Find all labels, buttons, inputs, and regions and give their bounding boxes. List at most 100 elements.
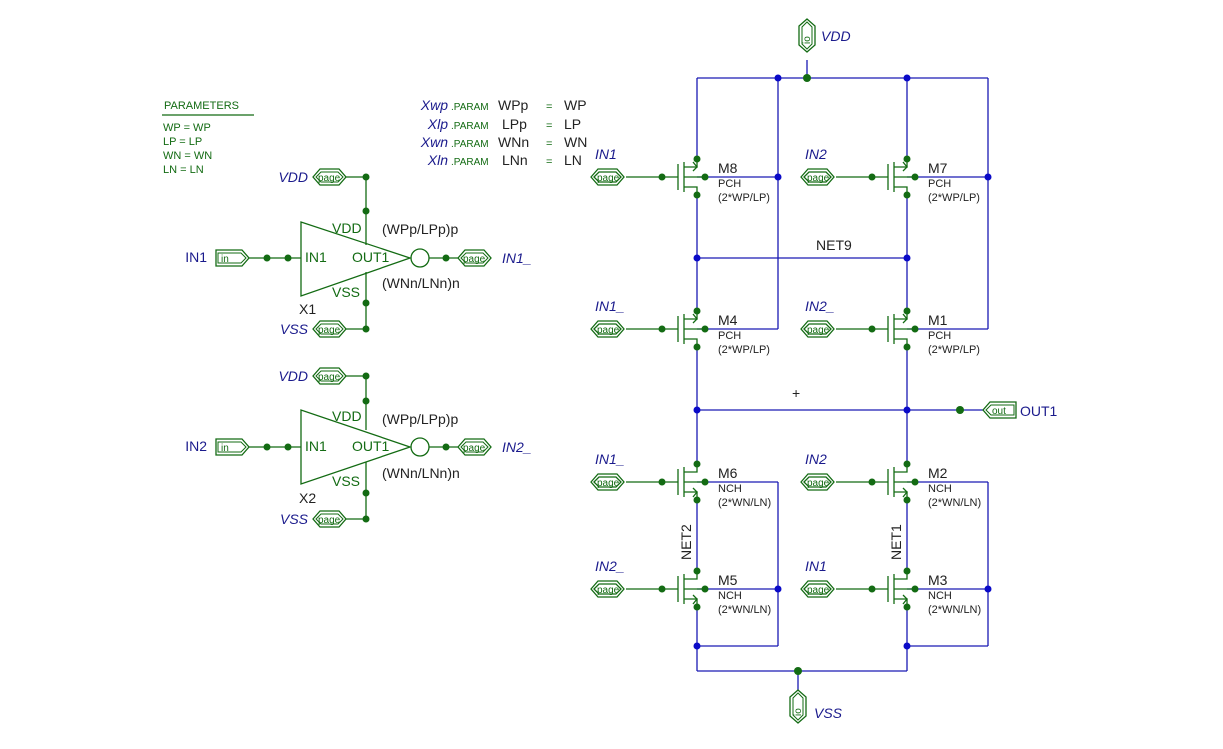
- gate-page-tag-inner: [803, 476, 832, 488]
- terminal-dot: [658, 585, 666, 593]
- transistor-model: PCH: [928, 330, 951, 342]
- param-eq: =: [546, 156, 552, 168]
- port-tag-text: page: [318, 372, 341, 383]
- terminal-dot: [701, 325, 709, 333]
- parameters-block[interactable]: PARAMETERS WP = WP LP = LP WN = WN LN = …: [162, 100, 254, 176]
- param-eq: =: [546, 120, 552, 132]
- terminal-dot: [701, 173, 709, 181]
- param-row: Xwn .PARAM WNn = WN: [420, 134, 588, 150]
- net-label-net9: NET9: [816, 237, 852, 253]
- gate-net-label: IN2_: [805, 298, 835, 314]
- vdd-supply-port[interactable]: io VDD: [798, 18, 851, 53]
- terminal-dot: [903, 307, 911, 315]
- nmos-arrow: [692, 594, 698, 605]
- port-tag-text: page: [807, 173, 830, 184]
- port-tag-text: page: [318, 173, 341, 184]
- param-param: LPp: [502, 116, 527, 132]
- gate-net-label: IN2: [805, 146, 827, 162]
- junction-dots: [693, 74, 992, 675]
- ref-x1: X1: [299, 301, 316, 317]
- net-label-vss: VSS: [280, 321, 309, 337]
- gate-page-tag-inner: [593, 171, 622, 183]
- transistor-model: NCH: [928, 590, 952, 602]
- transistor-size: (2*WP/LP): [718, 192, 770, 204]
- net-label-net2: NET2: [678, 524, 694, 560]
- terminal-dot: [658, 325, 666, 333]
- port-tag-text: page: [318, 325, 341, 336]
- param-eq: =: [546, 138, 552, 150]
- inverter-body: [300, 221, 413, 297]
- port-tag-text: page: [463, 443, 486, 454]
- gate-net-label: IN1_: [595, 451, 625, 467]
- terminal-dot: [693, 603, 701, 611]
- param-keyword: .PARAM: [451, 102, 489, 113]
- gate-page-tag: [800, 580, 835, 598]
- param-value: LN: [564, 152, 582, 168]
- transistor-size: (2*WN/LN): [928, 604, 981, 616]
- transistor-ref: M5: [718, 572, 738, 588]
- param-table[interactable]: Xwp .PARAM WPp = WP Xlp .PARAM LPp = LP …: [420, 97, 588, 168]
- transistor-model: PCH: [718, 178, 741, 190]
- param-row: Xwp .PARAM WPp = WP: [420, 97, 587, 113]
- transistor-size: (2*WN/LN): [928, 497, 981, 509]
- terminal-dot: [693, 191, 701, 199]
- vss-supply-port[interactable]: io VSS: [789, 689, 843, 724]
- gate-net-label: IN1: [805, 558, 827, 574]
- gate-net-label: IN2_: [595, 558, 625, 574]
- vdd-io-tag: [798, 18, 816, 53]
- port-tag-text: out: [992, 406, 1006, 417]
- pin-vdd: VDD: [332, 220, 362, 236]
- gate-net-label: IN1_: [595, 298, 625, 314]
- param-param: LNn: [502, 152, 528, 168]
- terminal-dot: [903, 343, 911, 351]
- port-tag-text: page: [597, 173, 620, 184]
- gate-page-tag: [590, 473, 625, 491]
- terminal-dot: [868, 478, 876, 486]
- terminal-dot: [693, 567, 701, 575]
- gate-net-label: IN1: [595, 146, 617, 162]
- p-size: (WPp/LPp)p: [382, 221, 458, 237]
- port-tag-text: io: [802, 36, 813, 44]
- out1-port[interactable]: out OUT1: [982, 401, 1058, 419]
- parameters-line: WP = WP: [163, 122, 211, 134]
- param-name: Xlp: [427, 116, 448, 132]
- parameters-line: WN = WN: [163, 150, 212, 162]
- terminal-dot: [701, 585, 709, 593]
- net-label-in2-bar: IN2_: [502, 439, 532, 455]
- net-label-vss: VSS: [280, 511, 309, 527]
- terminal-dot: [911, 478, 919, 486]
- terminal-dot: [693, 496, 701, 504]
- transistor-model: NCH: [718, 483, 742, 495]
- port-tag-text: page: [597, 325, 620, 336]
- parameters-title: PARAMETERS: [164, 100, 239, 112]
- pin-out: OUT1: [352, 438, 390, 454]
- gate-page-tag: [590, 580, 625, 598]
- net-label-in1: IN1: [185, 249, 207, 265]
- terminal-dot: [868, 585, 876, 593]
- ref-x2: X2: [299, 490, 316, 506]
- param-param: WPp: [498, 97, 529, 113]
- output-label: OUT1: [1020, 403, 1058, 419]
- pin-vss: VSS: [332, 284, 360, 300]
- gate-page-tag-inner: [803, 171, 832, 183]
- transistor-ref: M7: [928, 160, 948, 176]
- param-row: Xln .PARAM LNn = LN: [427, 152, 582, 168]
- port-tag-text: page: [807, 325, 830, 336]
- net-label-in1-bar: IN1_: [502, 250, 532, 266]
- net-label-in2: IN2: [185, 438, 207, 454]
- net-label-vdd: VDD: [278, 169, 308, 185]
- n-size: (WNn/LNn)n: [382, 275, 460, 291]
- transistor-ref: M6: [718, 465, 738, 481]
- transistor-size: (2*WP/LP): [928, 344, 980, 356]
- inverter-x1[interactable]: page VDD VDD VSS IN1 OUT1 (WPp/LPp)p (WN…: [185, 168, 532, 338]
- inverter-x2[interactable]: page VDD VDD VSS IN1 OUT1 (WPp/LPp)p (WN…: [185, 367, 532, 528]
- terminal-dot: [903, 603, 911, 611]
